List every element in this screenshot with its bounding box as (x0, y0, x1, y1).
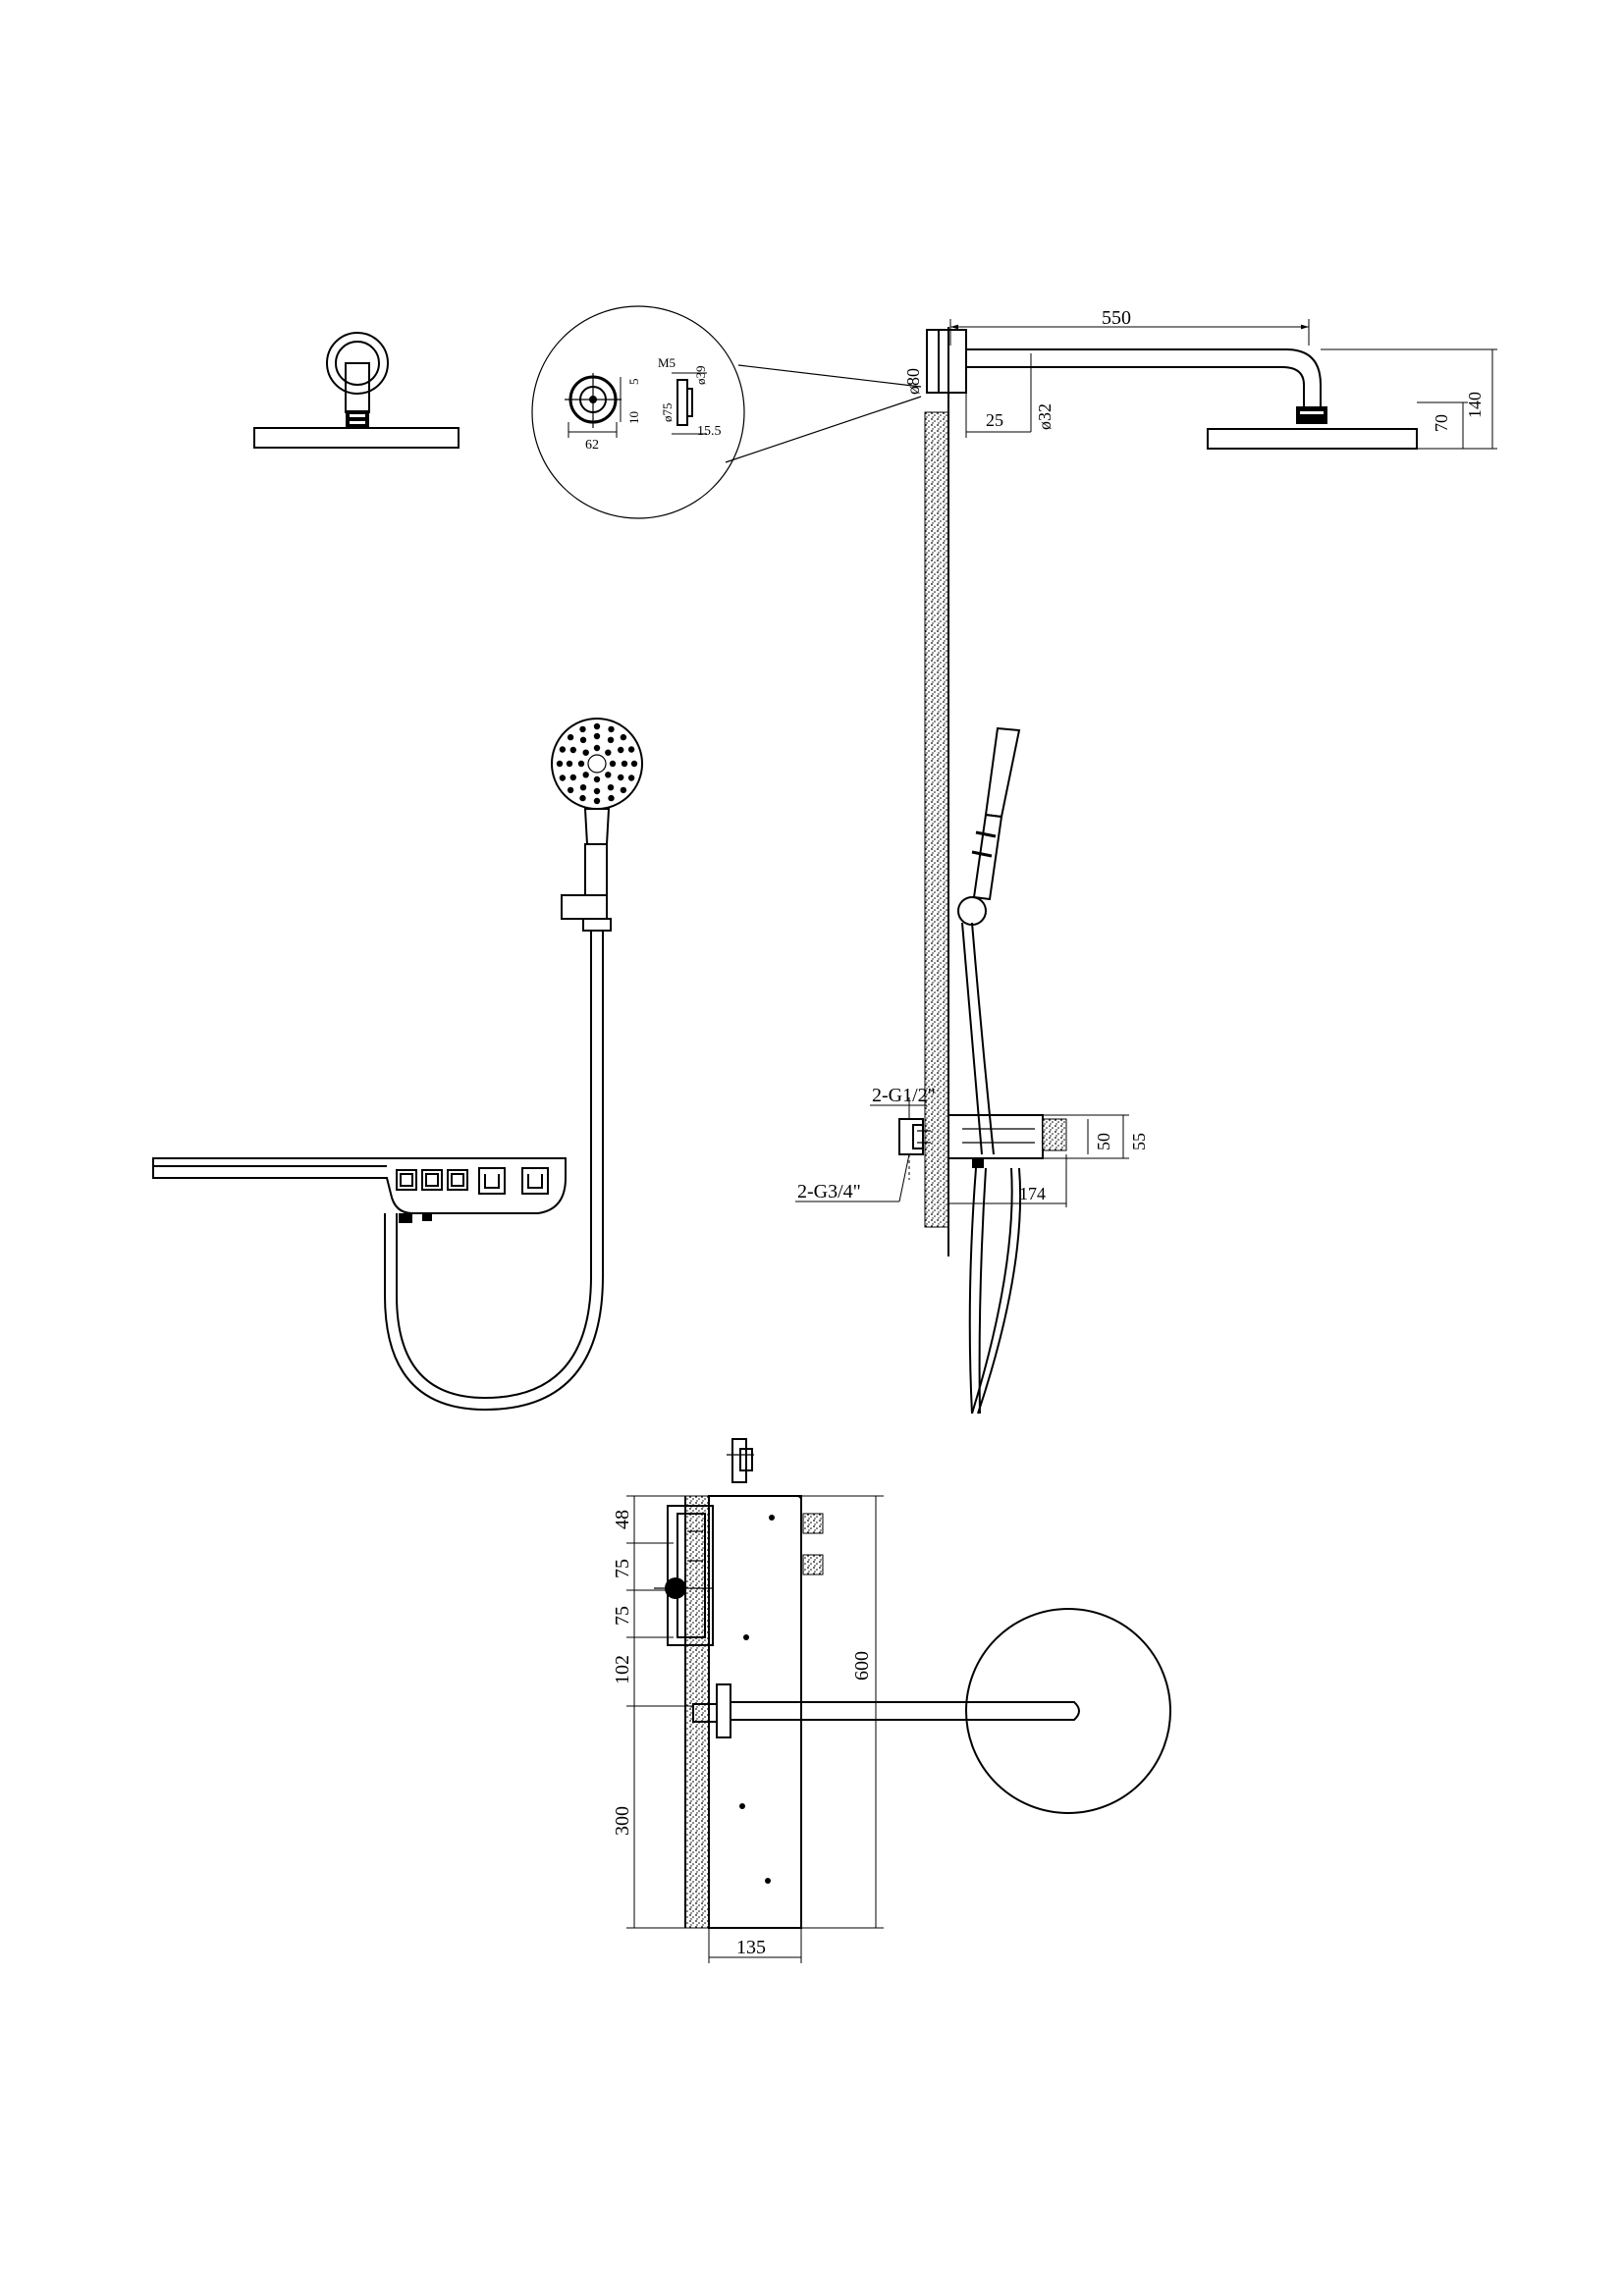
nozzle-dot (556, 760, 564, 768)
nozzle-dot (618, 774, 624, 781)
dim-flange-diameter: ø80 (903, 368, 923, 395)
nozzle-dot (577, 760, 585, 768)
dim-offset: 25 (986, 410, 1003, 430)
nozzle-dot (569, 774, 576, 781)
nozzle-dot (559, 746, 567, 753)
nozzle-dot (607, 784, 615, 791)
nozzle-dot (605, 749, 612, 756)
nozzle-dot (569, 746, 576, 754)
label-inlet-lower: 2-G3/4" (797, 1181, 861, 1202)
nozzle-dot (593, 797, 601, 805)
nozzle-dot (593, 787, 601, 795)
nozzle-dot (609, 760, 617, 768)
nozzle-dot (593, 775, 601, 783)
dim-spacing-48: 48 (612, 1510, 633, 1529)
nozzle-dot (620, 733, 627, 741)
shower-head-front-view (253, 332, 460, 449)
nozzle-dot (618, 746, 624, 754)
detail-dim-15-5: 15.5 (697, 424, 722, 439)
dim-arm-length: 550 (1102, 307, 1131, 329)
dim-tube-diameter: ø32 (1035, 403, 1055, 430)
nozzle-dot (567, 733, 574, 741)
nozzle-dot (627, 774, 635, 781)
label-inlet-upper: 2-G1/2" (872, 1085, 936, 1106)
nozzle-dot (630, 760, 638, 768)
hand-shower-and-shelf-view (152, 718, 643, 1412)
nozzle-dot (607, 736, 615, 743)
dim-total-drop: 140 (1465, 392, 1485, 418)
nozzle-dot (620, 786, 627, 794)
dim-shelf-height-outer: 55 (1129, 1133, 1149, 1150)
nozzle-dot (579, 725, 586, 733)
nozzle-dot (593, 744, 601, 752)
nozzle-dot (582, 772, 589, 778)
flange-detail-callout: 62 5 10 M5 ø39 ø75 15.5 (531, 305, 922, 519)
detail-dim-d39: ø39 (693, 366, 708, 386)
detail-label-m5: M5 (658, 355, 676, 370)
dim-spacing-75a: 75 (612, 1559, 633, 1578)
detail-dim-10: 10 (626, 411, 641, 424)
detail-dim-5: 5 (626, 379, 641, 386)
nozzle-dot (621, 760, 628, 768)
dim-shelf-depth: 174 (1019, 1184, 1046, 1203)
nozzle-dot (608, 794, 615, 802)
detail-dim-d75: ø75 (660, 403, 675, 423)
side-view-assembly: 550 ø80 ø32 25 70 140 (795, 307, 1497, 1415)
nozzle-dot (579, 736, 587, 743)
nozzle-pattern (556, 722, 638, 805)
nozzle-dot (567, 786, 574, 794)
nozzle-dot (579, 784, 587, 791)
nozzle-dot (566, 760, 573, 768)
detail-dim-62: 62 (585, 438, 599, 453)
nozzle-dot (608, 725, 615, 733)
dim-spacing-102: 102 (612, 1655, 633, 1684)
dim-spacing-75b: 75 (612, 1606, 633, 1626)
nozzle-dot (593, 732, 601, 740)
front-view-panel: 48 75 75 102 300 600 135 (612, 1438, 1171, 1963)
nozzle-dot (559, 774, 567, 781)
dim-spacing-300: 300 (612, 1806, 633, 1836)
dim-head-drop: 70 (1432, 414, 1451, 432)
dim-panel-height: 600 (851, 1651, 873, 1681)
dim-panel-width: 135 (736, 1937, 766, 1958)
nozzle-dot (593, 722, 601, 730)
nozzle-dot (627, 746, 635, 753)
nozzle-dot (579, 794, 586, 802)
nozzle-dot (605, 772, 612, 778)
dim-shelf-height-inner: 50 (1094, 1133, 1113, 1150)
front-dims-left: 48 75 75 102 300 (612, 1495, 707, 1929)
nozzle-dot (582, 749, 589, 756)
